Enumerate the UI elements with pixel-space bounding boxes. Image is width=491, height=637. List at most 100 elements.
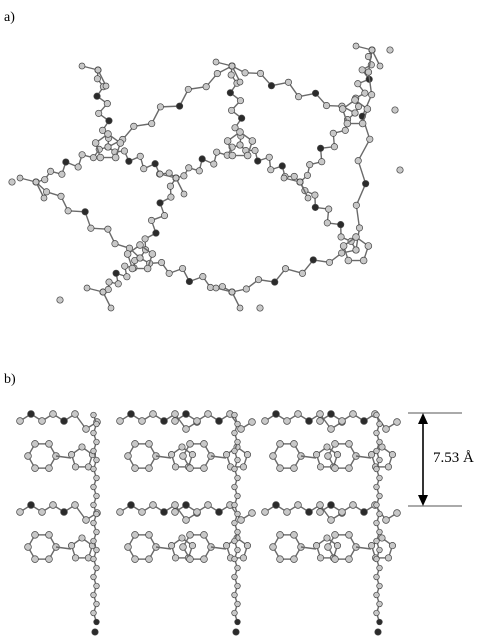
atom [45, 440, 53, 448]
atom [95, 109, 103, 117]
atom [248, 418, 256, 426]
atom [386, 46, 394, 54]
atom [178, 534, 186, 542]
atom [90, 609, 97, 617]
atom [193, 417, 201, 425]
atom [373, 447, 380, 455]
atom [378, 534, 386, 542]
heteroatom [160, 508, 168, 516]
heteroatom [267, 82, 276, 90]
atom [237, 516, 245, 524]
atom [361, 89, 369, 97]
interlayer-distance-marker [408, 412, 462, 507]
atom [90, 447, 97, 455]
atom [234, 474, 241, 482]
bond [300, 455, 317, 459]
atom [78, 62, 86, 70]
atom [93, 564, 100, 572]
atom [325, 205, 333, 213]
bond [355, 455, 372, 459]
atom [202, 83, 210, 91]
atom [83, 284, 91, 292]
heteroatom [327, 501, 335, 509]
atom [71, 554, 80, 562]
atom [234, 492, 241, 500]
atom [376, 420, 383, 428]
heteroatom [127, 501, 135, 509]
atom [107, 304, 115, 312]
atom [188, 542, 197, 550]
atom [376, 474, 383, 482]
atom [236, 141, 244, 149]
atom [228, 288, 236, 296]
atom [352, 246, 360, 254]
atom [322, 102, 331, 110]
atom [8, 178, 16, 186]
atom [186, 555, 194, 563]
atom [45, 531, 53, 539]
atom [239, 554, 248, 562]
atom [71, 501, 79, 509]
atom [222, 542, 231, 550]
atom [93, 582, 100, 590]
atom [172, 174, 180, 182]
atom [148, 250, 157, 258]
atom [231, 465, 238, 473]
atom [93, 528, 100, 536]
atom [31, 440, 39, 448]
atom [195, 167, 203, 175]
atom [31, 555, 39, 563]
atom [90, 555, 97, 563]
atom [16, 508, 24, 516]
atom [234, 564, 241, 572]
atom [316, 508, 324, 516]
atom [349, 410, 357, 418]
atom [236, 78, 244, 86]
atom [140, 165, 148, 173]
atom [355, 224, 364, 232]
atom [90, 519, 97, 527]
bond [155, 546, 172, 550]
atom [227, 106, 236, 114]
atom [234, 510, 241, 518]
dimension-arrow-head-down [418, 495, 428, 506]
atom [324, 452, 332, 460]
bond [355, 183, 367, 206]
atom [145, 555, 153, 563]
heteroatom [160, 417, 168, 425]
atom [104, 143, 112, 151]
atom [373, 429, 380, 437]
heteroatom [112, 269, 120, 277]
atom [78, 534, 86, 542]
heteroatom [151, 160, 159, 168]
atom [58, 170, 66, 178]
atom [393, 418, 401, 426]
atom [204, 410, 212, 418]
atom [280, 174, 288, 182]
atom [93, 546, 100, 554]
bond [357, 160, 367, 184]
atom [295, 93, 303, 101]
atom [131, 464, 139, 472]
atom [376, 62, 384, 70]
heteroatom [376, 618, 383, 626]
atom [78, 443, 86, 451]
atom [200, 464, 208, 472]
atom [345, 555, 353, 563]
atom [148, 120, 156, 128]
atom [234, 546, 241, 554]
atom [330, 143, 338, 151]
atom [136, 241, 144, 249]
heteroatom [311, 89, 320, 97]
atom [24, 452, 32, 460]
atom [64, 207, 72, 215]
atom [120, 147, 128, 155]
atom [290, 172, 298, 180]
atom [124, 543, 132, 551]
atom [254, 276, 263, 284]
atom [49, 410, 57, 418]
atom [167, 451, 176, 459]
heteroatom [374, 628, 382, 636]
atom [265, 153, 273, 161]
